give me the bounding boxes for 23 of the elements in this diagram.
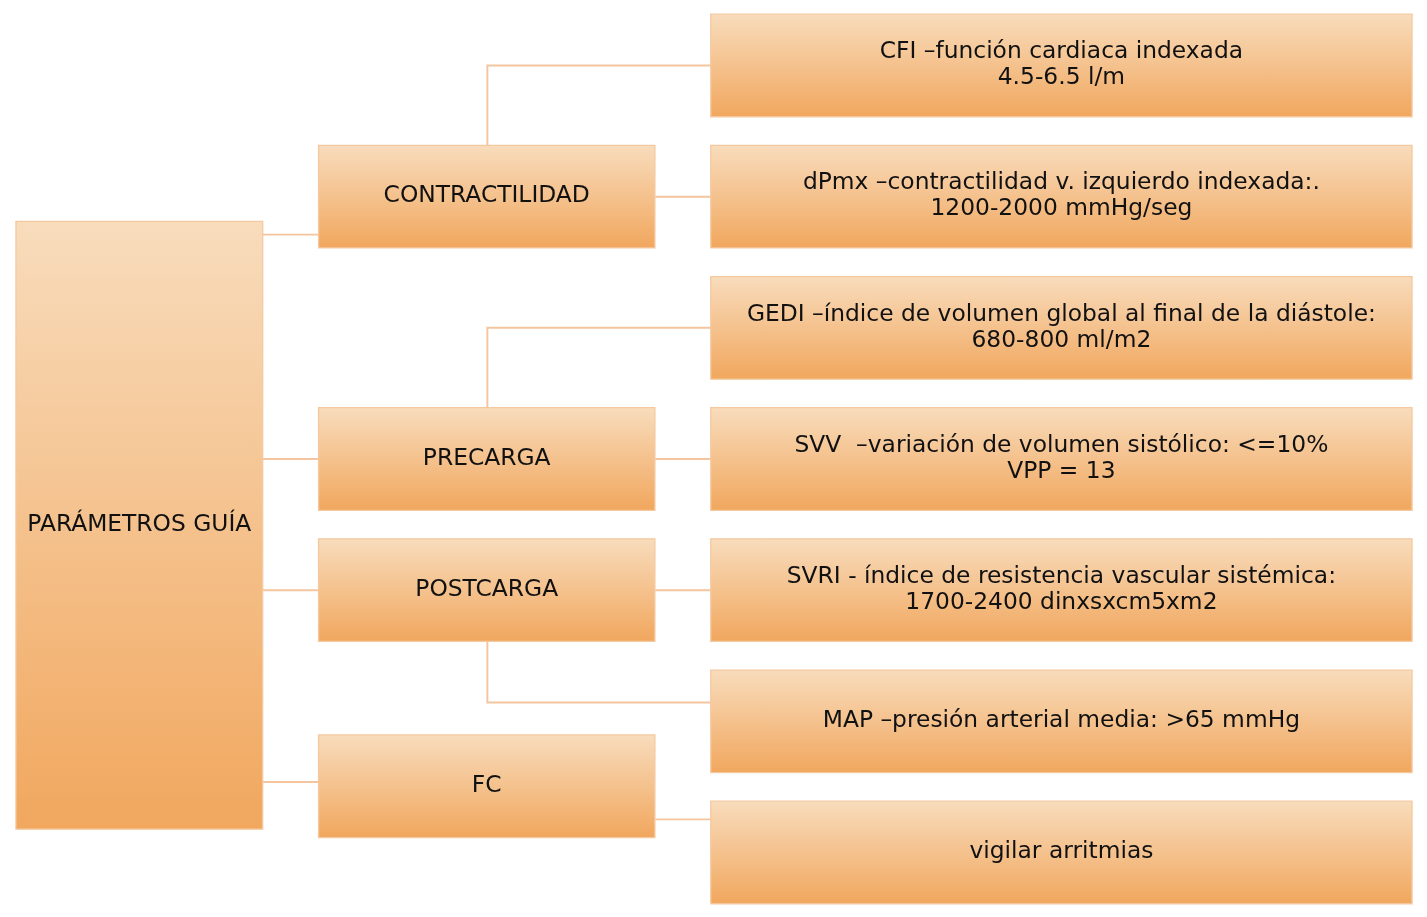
- node-box: PRECARGA: [317, 406, 656, 511]
- node-box: GEDI –índice de volumen global al final de la diástole: 680-800 ml/m2: [709, 275, 1413, 380]
- node-box: vigilar arritmias: [709, 800, 1413, 904]
- connector: [261, 233, 319, 236]
- connector: [653, 195, 711, 198]
- connector: [261, 780, 319, 783]
- connector: [485, 64, 712, 146]
- connector: [653, 588, 711, 591]
- node-box: CFI –función cardiaca indexada 4.5-6.5 l/m: [709, 13, 1413, 117]
- connector: [261, 457, 319, 460]
- node-box: PARÁMETROS GUÍA: [14, 220, 263, 830]
- connector: [485, 640, 712, 703]
- node-box: POSTCARGA: [317, 537, 656, 642]
- connector: [653, 817, 711, 820]
- node-box: SVV –variación de volumen sistólico: <=10% VPP = 13: [709, 406, 1413, 511]
- node-box: CONTRACTILIDAD: [317, 144, 656, 249]
- node-box: SVRI - índice de resistencia vascular sistémica: 1700-2400 dinxsxcm5xm2: [709, 537, 1413, 642]
- node-box: FC: [317, 733, 656, 838]
- connector: [261, 588, 319, 591]
- node-box: dPmx –contractilidad v. izquierdo indexada:. 1200-2000 mmHg/seg: [709, 144, 1413, 249]
- connector: [485, 326, 712, 408]
- connector: [653, 457, 711, 460]
- node-box: MAP –presión arterial media: >65 mmHg: [709, 668, 1413, 773]
